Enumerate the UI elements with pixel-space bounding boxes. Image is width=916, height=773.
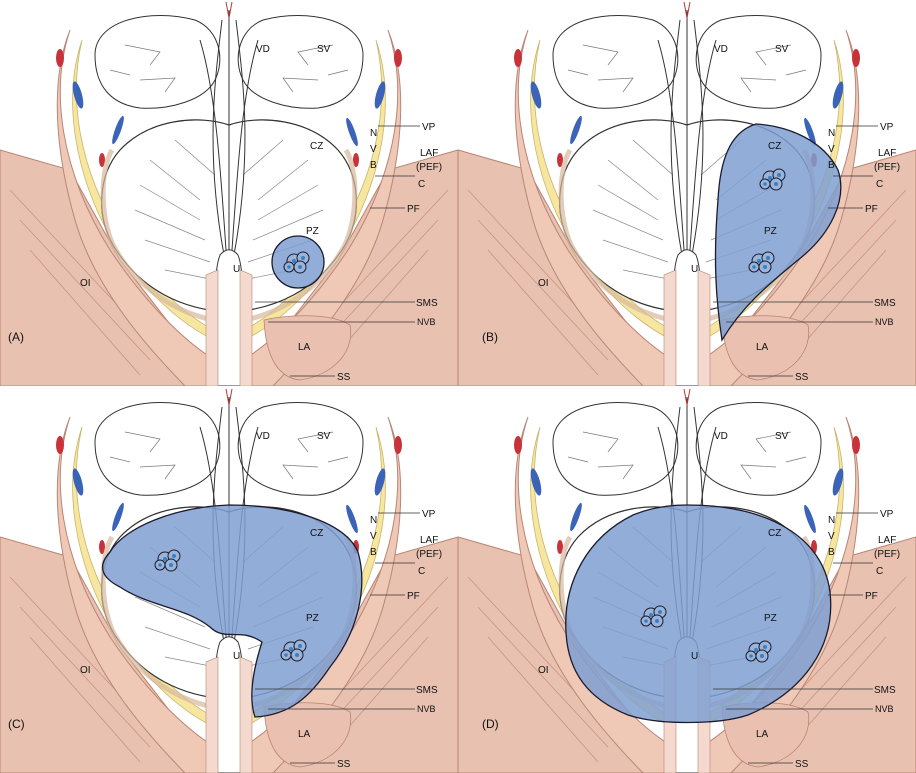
- label-c: C: [876, 566, 883, 577]
- panel-label-b: (B): [482, 330, 498, 344]
- panel-b: VD SV CZ PZ U N V B VP LAF (PEF) C PF SM…: [458, 0, 916, 386]
- label-nvb-n: N: [828, 128, 835, 139]
- label-pz: PZ: [306, 226, 319, 237]
- panel-d: VD SV CZ PZ U N V B VP LAF (PEF) C PF SM…: [458, 387, 916, 773]
- label-nvb-n: N: [370, 515, 377, 526]
- label-pf: PF: [865, 591, 878, 602]
- label-nvb: NVB: [417, 317, 436, 327]
- label-nvb-v: V: [828, 531, 835, 542]
- label-c: C: [418, 179, 425, 190]
- panel-label-c: (C): [8, 717, 25, 731]
- label-pz: PZ: [764, 226, 777, 237]
- label-la: LA: [298, 729, 311, 740]
- label-nvb-b: B: [828, 547, 835, 558]
- panel-label-a: (A): [8, 330, 24, 344]
- label-vp: VP: [880, 122, 894, 133]
- label-laf: LAF: [878, 535, 896, 546]
- label-nvb-v: V: [370, 531, 377, 542]
- label-cz: CZ: [310, 141, 323, 152]
- panel-a: VD SV CZ PZ U N V B VP LAF (PEF) C PF SM…: [0, 0, 458, 386]
- label-pef: (PEF): [874, 549, 900, 560]
- label-nvb-b: B: [370, 160, 377, 171]
- label-nvb-n: N: [370, 128, 377, 139]
- label-pz: PZ: [764, 613, 777, 624]
- anatomy-diagram-c: VD SV CZ PZ U N V B VP LAF (PEF) C PF SM…: [0, 387, 458, 773]
- panel-label-d: (D): [482, 717, 499, 731]
- label-la: LA: [756, 342, 769, 353]
- label-u: U: [233, 651, 240, 662]
- label-oi: OI: [80, 278, 91, 289]
- label-cz: CZ: [768, 528, 781, 539]
- label-cz: CZ: [768, 141, 781, 152]
- label-vd: VD: [714, 44, 728, 55]
- label-c: C: [876, 179, 883, 190]
- label-sv: SV: [775, 44, 789, 55]
- label-laf: LAF: [420, 148, 438, 159]
- label-sv: SV: [317, 431, 331, 442]
- label-sms: SMS: [416, 298, 438, 309]
- label-vp: VP: [422, 509, 436, 520]
- anatomy-diagram-b: VD SV CZ PZ U N V B VP LAF (PEF) C PF SM…: [458, 0, 916, 386]
- label-pef: (PEF): [416, 549, 442, 560]
- label-pz: PZ: [306, 613, 319, 624]
- label-pef: (PEF): [416, 162, 442, 173]
- label-vd: VD: [714, 431, 728, 442]
- label-oi: OI: [538, 278, 549, 289]
- label-oi: OI: [538, 665, 549, 676]
- label-cz: CZ: [310, 528, 323, 539]
- label-pf: PF: [407, 204, 420, 215]
- label-u: U: [233, 264, 240, 275]
- label-sms: SMS: [874, 685, 896, 696]
- label-c: C: [418, 566, 425, 577]
- label-u: U: [691, 651, 698, 662]
- label-la: LA: [756, 729, 769, 740]
- label-la: LA: [298, 342, 311, 353]
- label-vd: VD: [256, 431, 270, 442]
- label-ss: SS: [337, 759, 351, 770]
- label-vp: VP: [880, 509, 894, 520]
- label-sms: SMS: [874, 298, 896, 309]
- label-nvb: NVB: [875, 317, 894, 327]
- anatomy-diagram-a: VD SV CZ PZ U N V B VP LAF (PEF) C PF SM…: [0, 0, 458, 386]
- label-nvb-v: V: [828, 144, 835, 155]
- label-nvb: NVB: [417, 704, 436, 714]
- label-nvb-n: N: [828, 515, 835, 526]
- label-pf: PF: [407, 591, 420, 602]
- label-nvb-b: B: [828, 160, 835, 171]
- label-pf: PF: [865, 204, 878, 215]
- label-u: U: [691, 264, 698, 275]
- label-ss: SS: [337, 372, 351, 383]
- label-laf: LAF: [878, 148, 896, 159]
- label-sms: SMS: [416, 685, 438, 696]
- label-laf: LAF: [420, 535, 438, 546]
- label-pef: (PEF): [874, 162, 900, 173]
- label-oi: OI: [80, 665, 91, 676]
- label-sv: SV: [317, 44, 331, 55]
- label-vp: VP: [422, 122, 436, 133]
- label-nvb: NVB: [875, 704, 894, 714]
- label-ss: SS: [795, 372, 809, 383]
- label-nvb-v: V: [370, 144, 377, 155]
- label-sv: SV: [775, 431, 789, 442]
- panel-c: VD SV CZ PZ U N V B VP LAF (PEF) C PF SM…: [0, 387, 458, 773]
- label-vd: VD: [256, 44, 270, 55]
- anatomy-diagram-d: VD SV CZ PZ U N V B VP LAF (PEF) C PF SM…: [458, 387, 916, 773]
- label-ss: SS: [795, 759, 809, 770]
- label-nvb-b: B: [370, 547, 377, 558]
